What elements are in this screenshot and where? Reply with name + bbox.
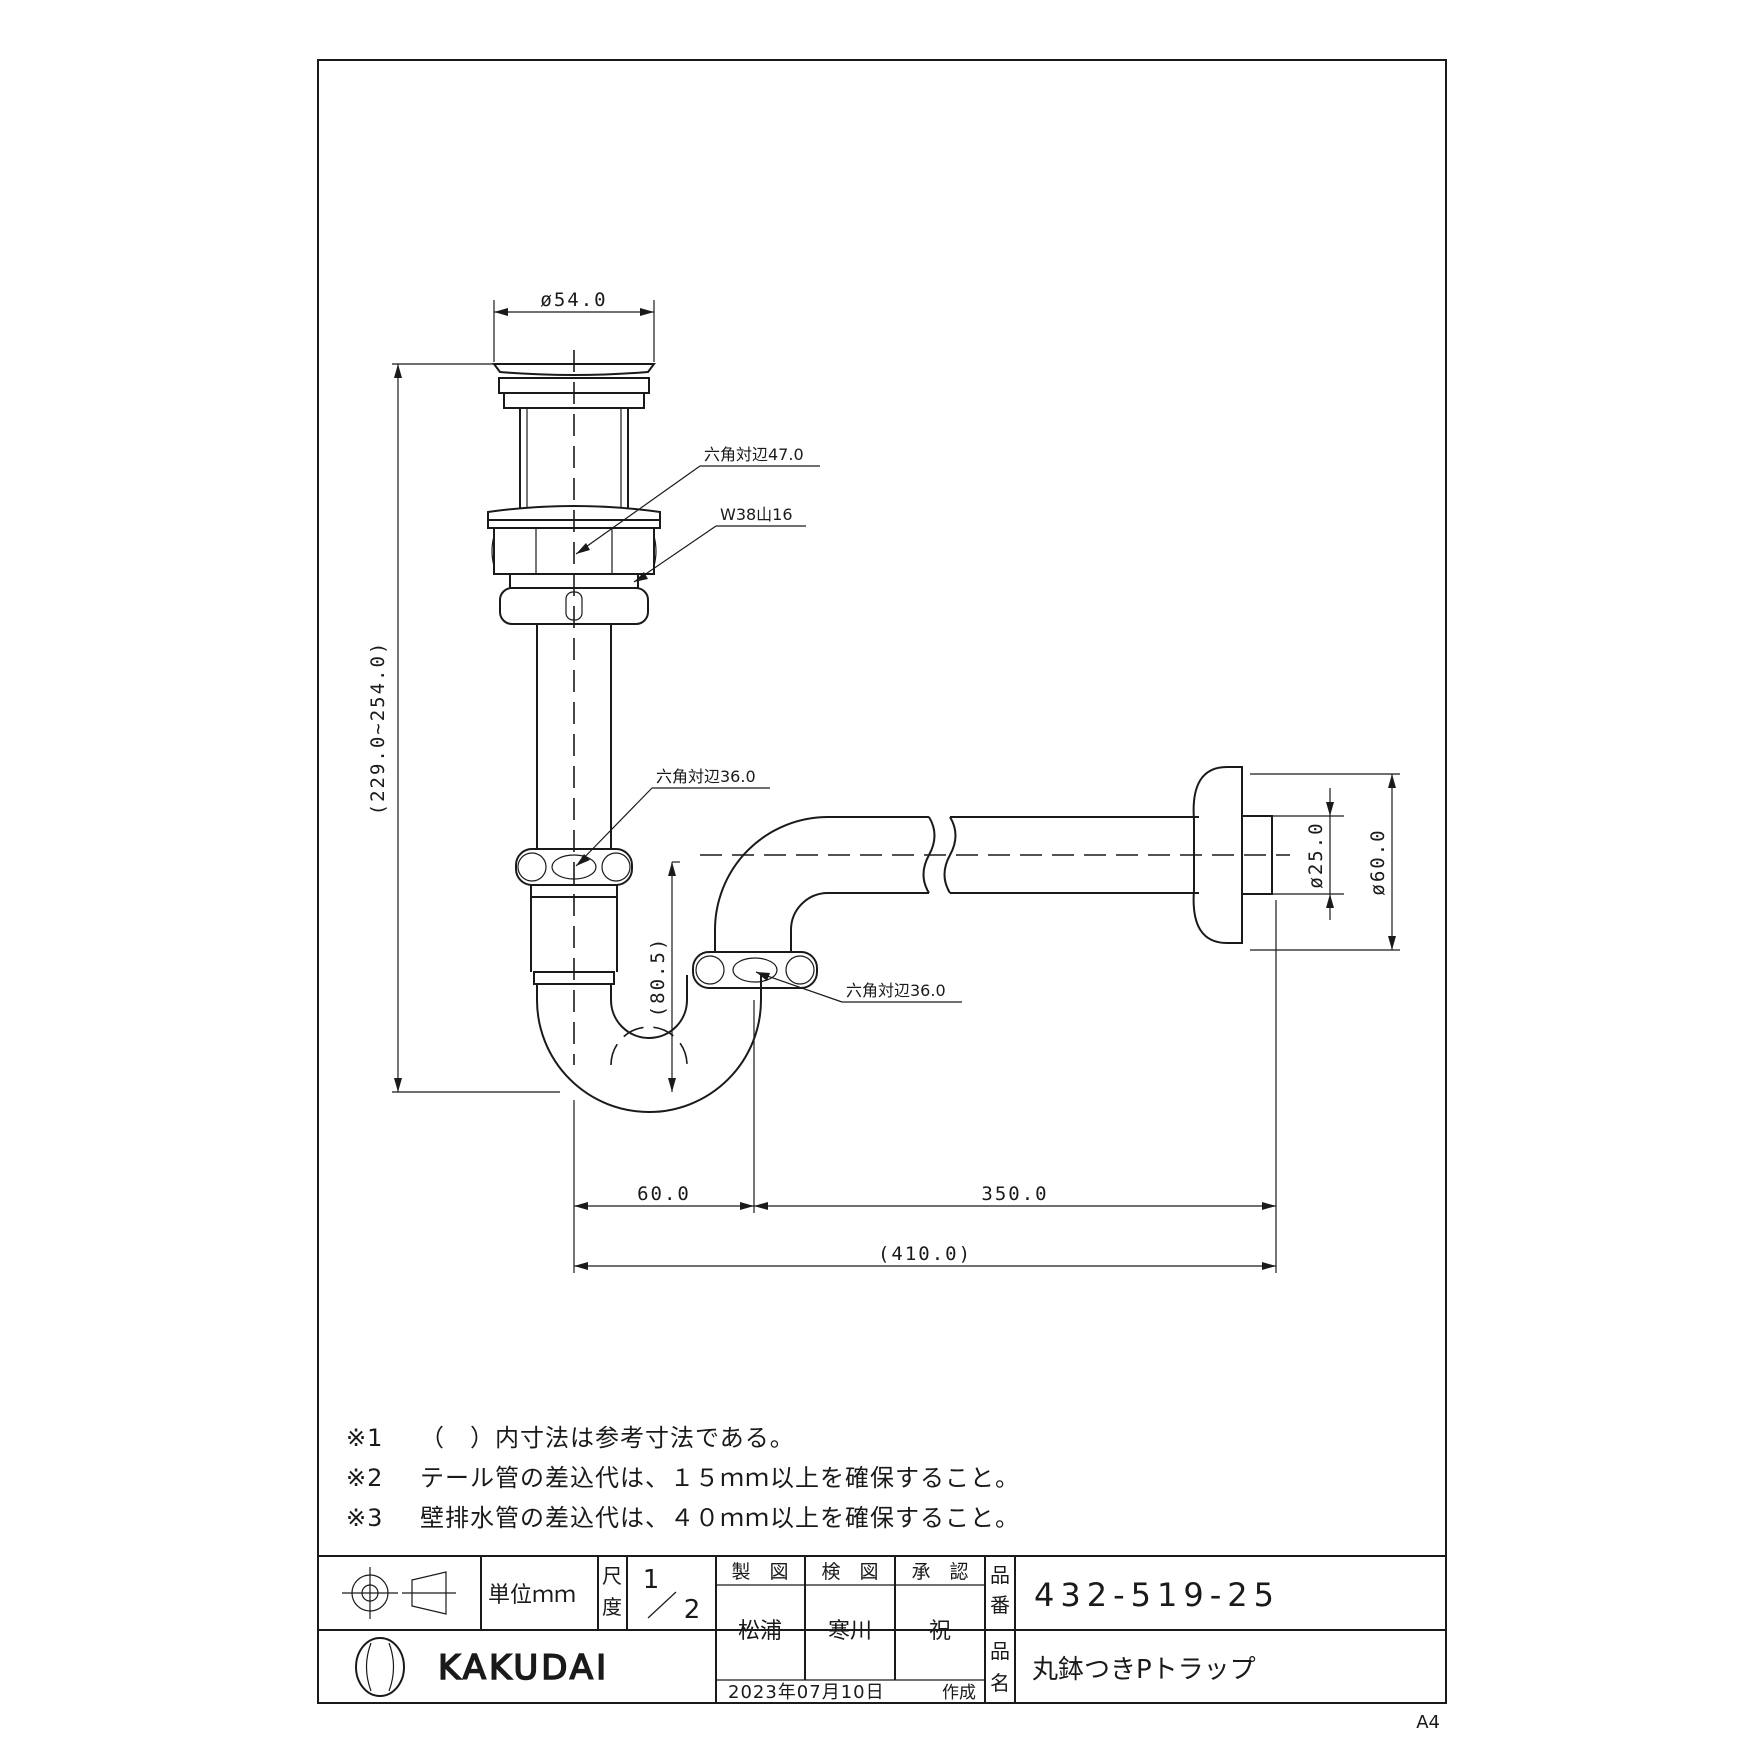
made-by: 松浦 [738,1619,782,1644]
dim-total-length: (410.0) [878,1243,972,1265]
part-no-label: 品 [990,1563,1010,1587]
part-no-label: 番 [990,1593,1010,1617]
brand-wordmark: KAKUDAI [438,1648,609,1688]
made-label: 製 図 [731,1561,788,1583]
note-text: 壁排水管の差込代は、４０ｍｍ以上を確保すること。 [420,1504,1020,1532]
note-text: （ ）内寸法は参考寸法である。 [420,1424,795,1452]
part-number: 432-519-25 [1034,1576,1280,1614]
created-label: 作成 [942,1683,976,1703]
part-name: 丸鉢つきPトラップ [1032,1655,1256,1685]
note-mark: ※3 [346,1504,383,1532]
dim-flange-diameter: ø60.0 [1367,828,1389,895]
scale-numerator: 1 [643,1565,660,1595]
scale-label: 尺 [602,1564,622,1588]
approved-by: 祝 [929,1619,951,1644]
drawing-date: 2023年07月10日 [728,1682,885,1703]
note-mark: ※1 [346,1424,383,1452]
callout-thread: W38山16 [720,505,793,524]
dim-pipe-diameter: ø25.0 [1305,821,1327,888]
scale-label: 度 [602,1595,622,1619]
scale-denominator: 2 [684,1595,701,1625]
dim-drop-height: (80.5) [647,937,669,1018]
callout-hex-upper: 六角対辺47.0 [704,445,804,464]
part-name-label: 品 [990,1639,1010,1663]
approved-label: 承 認 [911,1561,968,1583]
checked-label: 検 図 [821,1561,878,1583]
checked-by: 寒川 [828,1619,872,1644]
notes: ※1 （ ）内寸法は参考寸法である。 ※2 テール管の差込代は、１５ｍｍ以上を確… [346,1424,1020,1532]
callout-hex-middle: 六角対辺36.0 [656,767,756,786]
title-block: 単位ｍｍ 尺 度 1 2 製 図 検 図 承 認 松浦 寒川 祝 品 番 432… [318,1555,1446,1703]
part-name-label: 名 [990,1671,1010,1695]
note-mark: ※2 [346,1464,383,1492]
drawing-frame [317,59,1447,1704]
callout-hex-lower: 六角対辺36.0 [846,981,946,1000]
sheet-size: A4 [1416,1712,1440,1733]
kakudai-logo-icon: KAKUDAI [355,1637,609,1697]
centerline-trap [610,1026,688,1066]
p-trap [536,766,1273,1113]
dim-trap-offset: 60.0 [637,1183,691,1205]
dimension-lines [392,300,1400,1273]
dim-top-diameter: ø54.0 [540,289,607,311]
note-text: テール管の差込代は、１５ｍｍ以上を確保すること。 [420,1464,1020,1492]
dim-overall-height: (229.0~254.0) [367,641,389,816]
dim-wall-length: 350.0 [981,1183,1048,1205]
unit-label: 単位ｍｍ [488,1583,576,1608]
third-angle-projection-icon [342,1567,456,1619]
